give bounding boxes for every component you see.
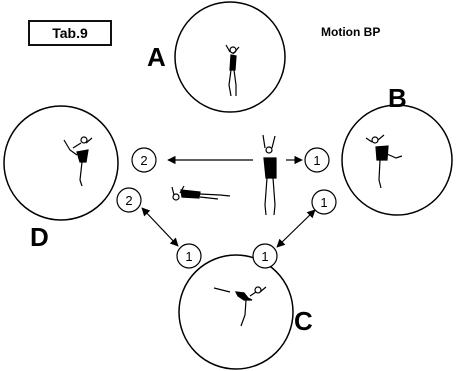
tab-label-box: Tab.9	[28, 20, 112, 46]
position-label-a: A	[147, 42, 166, 72]
circle-a	[174, 1, 286, 113]
circle-c	[178, 254, 294, 370]
marker-bottom-left-label: 1	[185, 249, 192, 264]
tab-label: Tab.9	[52, 25, 88, 41]
marker-right-top: 1	[304, 147, 330, 173]
circle-d	[3, 105, 119, 221]
marker-left-top-label: 2	[140, 153, 147, 168]
marker-left-low-label: 2	[125, 193, 132, 208]
marker-right-top-label: 1	[313, 153, 320, 168]
marker-bottom-right-label: 1	[261, 249, 268, 264]
marker-bottom-right: 1	[252, 243, 278, 269]
arrow-left-link	[141, 207, 179, 247]
position-label-c: C	[294, 306, 313, 336]
dancer-figure-c	[213, 286, 267, 327]
dancer-figure-b	[365, 134, 403, 189]
diagram-title: Motion BP	[321, 25, 381, 39]
arrow-right-link	[276, 209, 316, 248]
marker-right-low-label: 1	[320, 195, 327, 210]
dancer-figure-lying	[171, 185, 231, 201]
circle-b	[341, 104, 453, 216]
position-label-d: D	[30, 222, 49, 252]
marker-left-low: 2	[116, 187, 142, 213]
dancer-figure-d	[63, 136, 93, 187]
marker-bottom-left: 1	[176, 243, 202, 269]
dancer-figure-center	[262, 134, 277, 216]
marker-right-low: 1	[311, 189, 337, 215]
marker-left-top: 2	[131, 147, 157, 173]
dancer-figure-a	[225, 44, 240, 97]
